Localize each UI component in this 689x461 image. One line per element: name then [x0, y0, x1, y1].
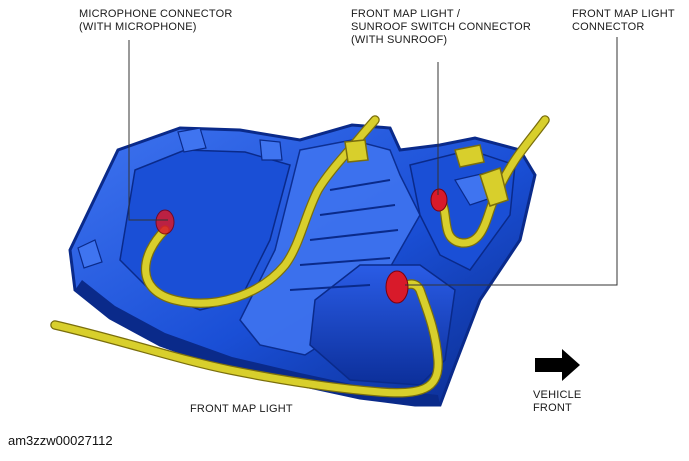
top-clip-center: [259, 139, 283, 161]
microphone-connector: [155, 209, 175, 235]
left-compartment: [119, 149, 291, 311]
microphone-connector-label: MICROPHONE CONNECTOR (WITH MICROPHONE): [79, 8, 233, 33]
map-light-housing: [68, 123, 537, 407]
leader-microphone: [128, 40, 168, 221]
front-map-light-connector-label: FRONT MAP LIGHT CONNECTOR: [572, 8, 675, 33]
side-clip-left: [77, 239, 103, 269]
top-clip-left: [177, 127, 207, 153]
right-arrow-icon: [535, 349, 580, 381]
harness-clip-center: [344, 139, 369, 163]
front-map-light-connector: [385, 270, 409, 304]
tray-ribs: [289, 179, 399, 291]
harness-clip-right: [479, 167, 509, 207]
harness-main: [51, 280, 442, 397]
front-map-light-label: FRONT MAP LIGHT: [190, 403, 293, 415]
sunroof-switch-connector: [430, 188, 448, 212]
harness-left-loop: [142, 116, 379, 307]
leader-lines: [128, 37, 618, 286]
sunroof-switch-connector-label: FRONT MAP LIGHT / SUNROOF SWITCH CONNECT…: [351, 8, 531, 46]
harness-right-branch: [436, 116, 549, 247]
figure-code: am3zzw00027112: [8, 433, 113, 448]
harness-clip-top: [454, 144, 485, 168]
wiring-harness: [50, 115, 550, 398]
vehicle-front-label: VEHICLE FRONT: [533, 389, 582, 414]
connectors: [155, 188, 448, 304]
leader-map-connector: [405, 37, 618, 286]
